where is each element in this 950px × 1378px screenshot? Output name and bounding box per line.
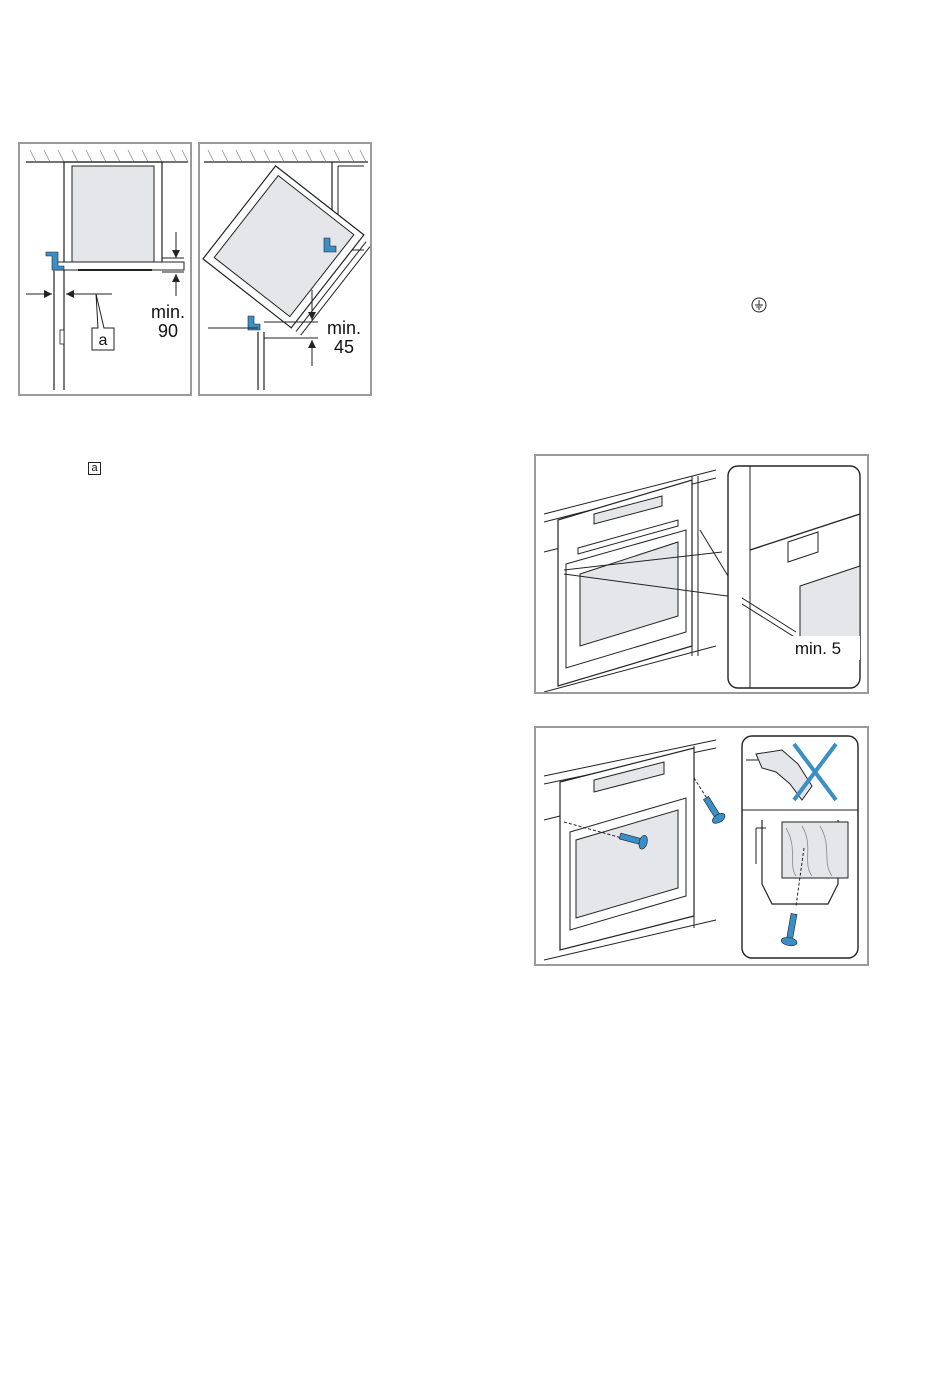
dimension-min-label: min. [327, 318, 361, 338]
reference-marker-a: a [88, 462, 101, 475]
dimension-min-5-label: min. 5 [795, 639, 841, 658]
figure-oven-screw [534, 726, 869, 966]
dimension-value-45: 45 [334, 337, 354, 357]
cabinet-corner-drawing: min. 45 [200, 144, 372, 396]
figure-cabinet-straight: a min. 90 [18, 142, 192, 396]
callout-label-a: a [99, 332, 108, 349]
cabinet-straight-drawing: a min. 90 [20, 144, 192, 396]
earth-ground-icon [750, 296, 768, 314]
dimension-min-label: min. [151, 302, 185, 322]
dimension-value-90: 90 [158, 321, 178, 341]
figure-cabinet-corner: min. 45 [198, 142, 372, 396]
oven-gap-drawing: min. 5 [536, 456, 869, 694]
oven-screw-drawing [536, 728, 869, 966]
figure-oven-gap: min. 5 [534, 454, 869, 694]
